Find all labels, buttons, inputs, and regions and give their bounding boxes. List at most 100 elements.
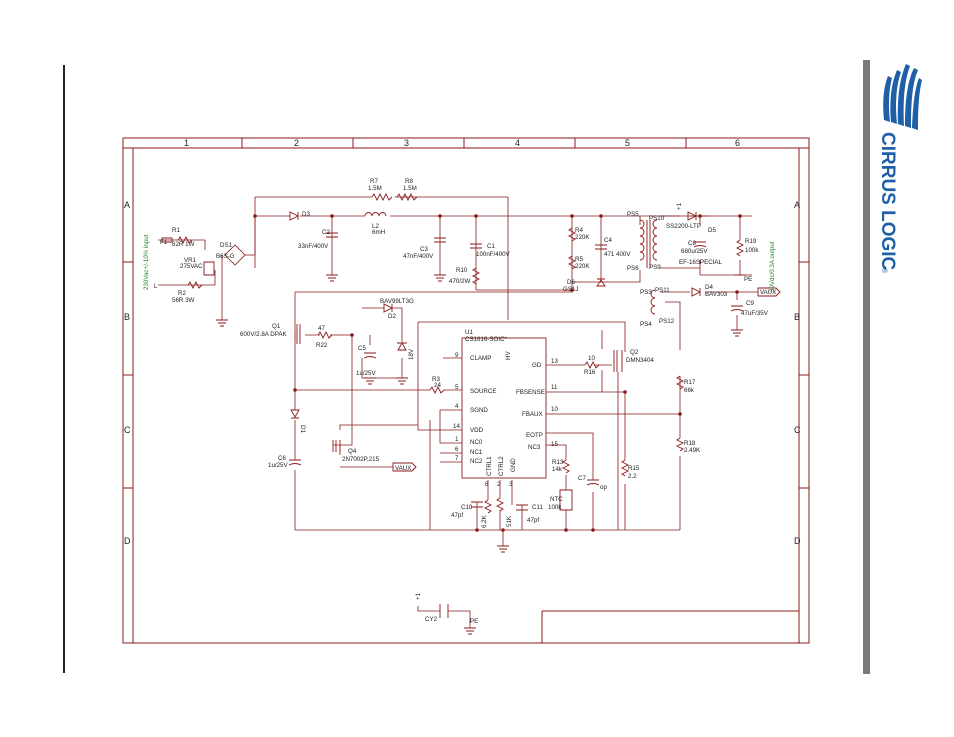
c5-symbol <box>363 352 377 359</box>
c10-symbol <box>471 501 483 508</box>
r15-label: R15 <box>628 465 640 472</box>
vaux-flag-lower-text: VAUX <box>395 465 411 472</box>
drawing-frame <box>122 137 810 644</box>
c11-label: C11 <box>532 504 543 511</box>
l2-value: 6mH <box>372 229 385 236</box>
ps3-label: PS3 <box>640 289 652 296</box>
pin-gd: GD <box>532 362 542 369</box>
pin-num-14: 14 <box>453 423 460 430</box>
c5-label: C5 <box>358 345 366 352</box>
junction-dots <box>253 214 742 532</box>
c2-value: 33nF/400V <box>298 243 329 250</box>
c3-symbol <box>434 237 446 243</box>
ntc-label: NTC <box>550 496 563 503</box>
r1-label: R1 <box>172 227 180 234</box>
t1-aux <box>650 289 656 315</box>
c2-label: C2 <box>322 229 330 236</box>
pin-fbsense: FBSENSE <box>516 389 545 396</box>
ry-value: 51K <box>506 515 513 527</box>
pin-fbaux: FBAUX <box>522 411 543 418</box>
f1-symbol <box>161 237 173 243</box>
ds1-label: DS1 <box>220 242 233 249</box>
u1-label: U1 <box>465 329 473 336</box>
r19-label: R19 <box>745 238 757 245</box>
q2-symbol <box>613 350 623 372</box>
wires <box>158 196 758 628</box>
r15-symbol <box>620 459 630 477</box>
ground-symbol <box>434 274 446 282</box>
r19-value: 100k <box>745 247 759 254</box>
col-label-5: 5 <box>625 138 630 148</box>
c8-value: 680u/25V <box>681 248 708 255</box>
l-terminal: L <box>154 283 158 290</box>
pin-ctrl1: CTRL1 <box>486 456 493 476</box>
r16-value: 10 <box>588 355 595 362</box>
r17-label: R17 <box>684 379 696 386</box>
d6-symbol <box>596 278 606 287</box>
d-aux-label: D1 <box>299 425 306 433</box>
ntc-value: 100k <box>548 504 562 511</box>
pin-eotp: EOTP <box>526 432 543 439</box>
r5-label: R5 <box>575 256 583 263</box>
c9-symbol <box>730 305 744 312</box>
d1-value: BAV99LT3G <box>380 298 414 305</box>
r18-label: R18 <box>684 440 696 447</box>
r16-symbol <box>584 360 600 370</box>
pin-nc3: NC3 <box>528 444 541 451</box>
logo-mark-icon <box>883 64 922 130</box>
col-label-3: 3 <box>404 138 409 148</box>
c7-symbol <box>586 479 600 486</box>
zener-value: 18V <box>408 348 415 360</box>
pin-vdd: VDD <box>470 427 484 434</box>
r8-symbol <box>396 192 418 202</box>
c10-value: 47pf <box>451 512 463 519</box>
r8-label: R8 <box>405 178 413 185</box>
q1-label: Q1 <box>272 323 281 330</box>
ground-symbol <box>731 329 743 337</box>
r3-value: 24 <box>434 382 441 389</box>
pin-num-5: 5 <box>455 384 459 391</box>
pin-num-8: 8 <box>485 481 489 488</box>
c4-value: 471 400V <box>604 251 631 258</box>
pin-nc1: NC1 <box>470 449 483 456</box>
r2-label: R2 <box>178 290 186 297</box>
q1-value: 600V/2.8A DPAK <box>240 331 288 338</box>
pin-hv: HV <box>505 351 512 360</box>
t1-core <box>646 220 651 268</box>
r15-value: 2.2 <box>628 473 637 480</box>
c11-value: 47pf <box>527 517 539 524</box>
ground-symbol <box>326 274 338 282</box>
row-label-b-right: B <box>794 312 800 322</box>
pin-num-10: 10 <box>551 406 558 413</box>
r22-value: 47 <box>318 325 325 332</box>
u1-body <box>461 337 547 479</box>
l2-label: L2 <box>372 223 379 230</box>
r1-value: 82R 1W <box>172 241 195 248</box>
r10-label: R10 <box>456 267 468 274</box>
q1-symbol <box>294 324 301 344</box>
r13-label: R13 <box>552 459 564 466</box>
r5-symbol <box>567 255 577 270</box>
vr1-value: 275VAC <box>180 263 203 270</box>
components <box>161 192 781 635</box>
q4-label: Q4 <box>348 448 357 455</box>
c9-value: 47uF/35V <box>741 310 769 317</box>
r3-label: R3 <box>432 376 440 383</box>
c5-value: 1u/25V <box>356 370 376 377</box>
pin-num-4: 4 <box>455 403 459 410</box>
c8-label: C8 <box>688 240 696 247</box>
r22-symbol <box>317 330 333 340</box>
c4-label: C4 <box>604 237 612 244</box>
d3-label: D3 <box>302 211 310 218</box>
t1-value: EF-16SPECIAL <box>679 259 723 266</box>
input-side-label: 230Vac+/-10% input <box>143 234 150 290</box>
pin-nc0: NC0 <box>470 439 483 446</box>
r8-value: 1.5M <box>403 185 417 192</box>
q4-value: 2N7002P,215 <box>342 456 380 463</box>
pin-num-3: 3 <box>509 481 513 488</box>
d3-symbol <box>289 211 300 221</box>
d2-label: D2 <box>388 313 396 320</box>
c8-symbol <box>693 241 707 248</box>
t1-secondary <box>652 219 658 261</box>
col-label-6: 6 <box>735 138 740 148</box>
